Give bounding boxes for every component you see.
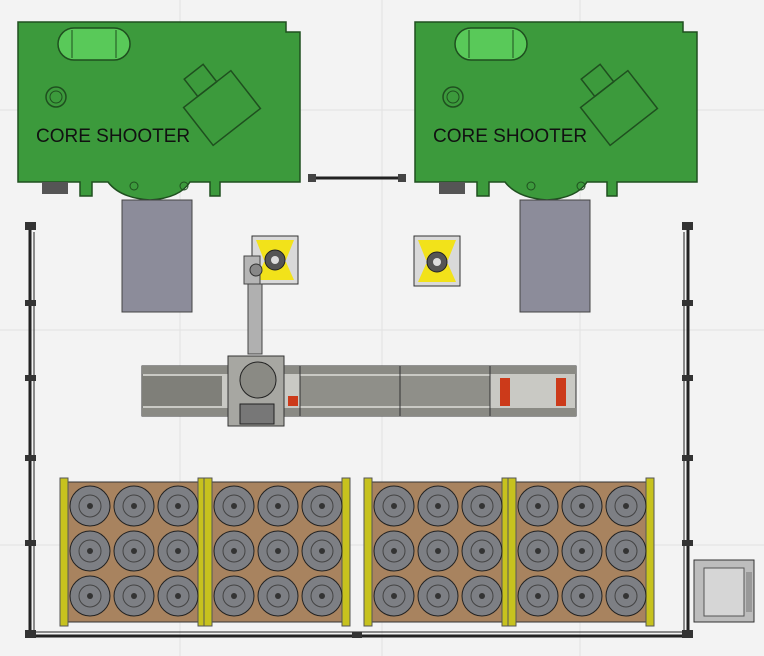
core-shooter-left: CORE SHOOTER bbox=[17, 21, 301, 201]
core-shooter-left-chute bbox=[121, 199, 193, 313]
core-shooter-head bbox=[182, 63, 262, 147]
pallet-frame bbox=[363, 477, 373, 627]
shooter-link-bar bbox=[308, 174, 406, 182]
spool-pallet bbox=[507, 477, 655, 627]
pallet-area bbox=[59, 477, 655, 627]
track-stop-red bbox=[500, 378, 510, 406]
linear-track bbox=[141, 355, 577, 427]
core-shooter-label: CORE SHOOTER bbox=[36, 126, 190, 147]
control-cabinet bbox=[693, 559, 755, 623]
gripper-station-right bbox=[413, 235, 461, 287]
pallet-frame bbox=[59, 477, 69, 627]
track-stop-red bbox=[556, 378, 566, 406]
core-shooter-tank bbox=[57, 27, 131, 61]
core-shooter-valve bbox=[42, 182, 68, 194]
spool-pallet bbox=[203, 477, 351, 627]
pallet-frame bbox=[507, 477, 517, 627]
core-shooter-valve bbox=[439, 182, 465, 194]
spool-pallet bbox=[363, 477, 511, 627]
spool-pallet bbox=[59, 477, 207, 627]
core-shooter-label: CORE SHOOTER bbox=[433, 126, 587, 147]
robot-arm bbox=[243, 255, 263, 355]
core-shooter-head bbox=[579, 63, 659, 147]
pallet-frame bbox=[341, 477, 351, 627]
safety-fence bbox=[25, 222, 693, 638]
core-shooter-right-chute bbox=[519, 199, 591, 313]
core-shooter-tank bbox=[454, 27, 528, 61]
pallet-frame bbox=[645, 477, 655, 627]
core-shooter-right: CORE SHOOTER bbox=[414, 21, 698, 201]
pallet-frame bbox=[203, 477, 213, 627]
